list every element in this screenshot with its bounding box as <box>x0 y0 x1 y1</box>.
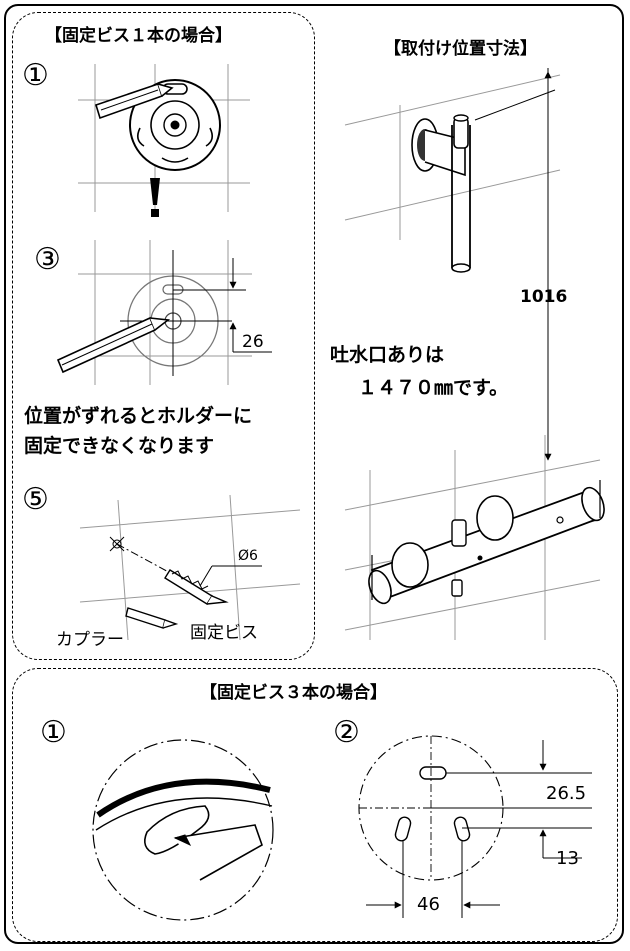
warning-line-1: 位置がずれるとホルダーに <box>24 405 253 427</box>
step3-holder-figure <box>58 240 272 385</box>
position-title: 【取付け位置寸法】 <box>384 39 537 59</box>
single-step5-number: ⑤ <box>22 482 49 517</box>
dim-13-label: 13 <box>556 848 579 869</box>
single-screw-section <box>12 12 315 660</box>
outer-frame <box>4 4 624 944</box>
dim-1016-label: 1016 <box>520 287 568 307</box>
screw-label: 固定ビス <box>190 623 258 643</box>
triple-step2-number: ② <box>333 715 360 750</box>
dim-diameter-label: Ø6 <box>238 548 258 564</box>
spout-note-line-1: 吐水口ありは <box>330 344 445 366</box>
warning-line-2: 固定できなくなります <box>24 435 215 457</box>
spout-note-line-2: １４７０㎜です。 <box>358 377 509 399</box>
single-step3-number: ③ <box>34 242 61 277</box>
position-figure <box>345 68 608 640</box>
triple-screw-section <box>12 668 618 942</box>
triple-step2-figure <box>359 736 592 918</box>
coupler-label: カプラー <box>56 630 124 650</box>
dim-26-5-label: 26.5 <box>546 783 587 804</box>
single-step1-number: ① <box>22 58 49 93</box>
triple-screw-title: 【固定ビス３本の場合】 <box>200 683 387 703</box>
dim-26-label: 26 <box>242 332 264 352</box>
triple-step1-figure <box>93 740 273 920</box>
dim-46-label: 46 <box>417 894 440 915</box>
step1-holder-figure <box>78 64 250 217</box>
single-screw-title: 【固定ビス１本の場合】 <box>45 26 232 46</box>
triple-step1-number: ① <box>40 715 67 750</box>
step5-screw-figure <box>80 495 300 640</box>
